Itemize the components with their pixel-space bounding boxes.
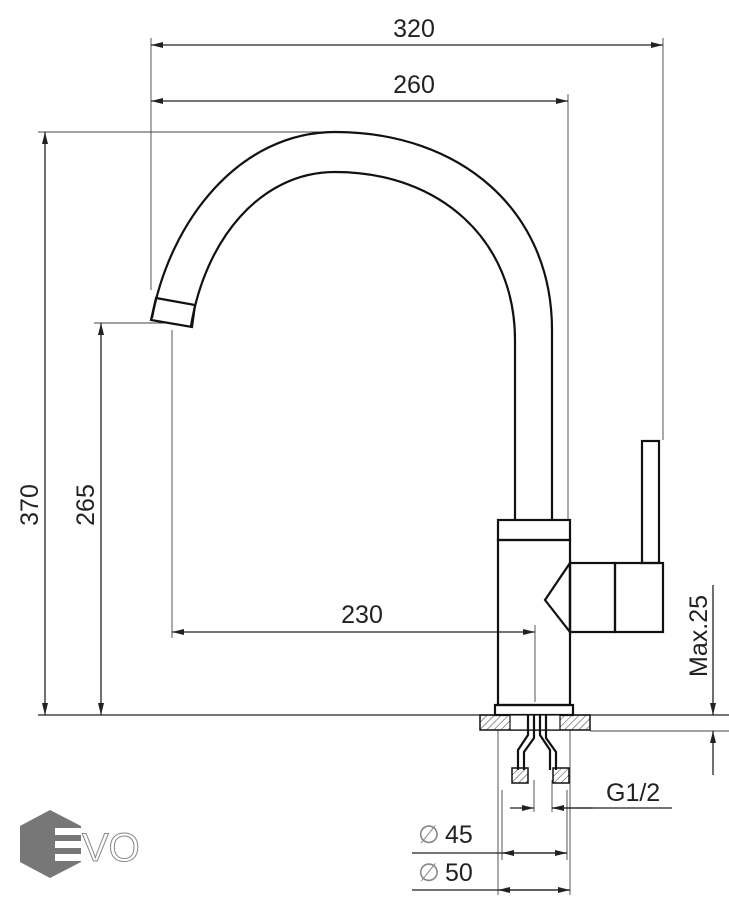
handle-lever bbox=[640, 439, 661, 565]
spout-outer bbox=[150, 130, 554, 520]
dim-label-45: 45 bbox=[445, 821, 473, 849]
hose-fitting-right bbox=[552, 767, 570, 784]
diameter-icon: ∅ bbox=[418, 859, 440, 887]
hose-fitting-left bbox=[511, 767, 529, 784]
evo-logo: VO bbox=[20, 810, 140, 878]
dim-label-g12: G1/2 bbox=[606, 779, 660, 807]
dim-label-260: 260 bbox=[393, 71, 435, 99]
hose-left bbox=[516, 715, 536, 770]
diameter-icon: ∅ bbox=[418, 821, 440, 849]
dim-label-230: 230 bbox=[341, 601, 383, 629]
dim-label-265: 265 bbox=[72, 484, 100, 526]
logo-text: VO bbox=[82, 826, 140, 870]
handle-base bbox=[568, 561, 617, 634]
extension-lines bbox=[38, 38, 729, 895]
spout-inner bbox=[189, 170, 517, 520]
dim-label-max25: Max.25 bbox=[685, 595, 713, 677]
faucet-outline bbox=[149, 130, 665, 784]
dimension-lines bbox=[42, 42, 716, 893]
dim-label-50: 50 bbox=[445, 859, 473, 887]
spout-aerator bbox=[149, 296, 197, 329]
body bbox=[496, 538, 572, 707]
body-collar bbox=[496, 518, 572, 542]
hose-right bbox=[538, 715, 558, 770]
base-flange bbox=[493, 703, 575, 717]
handle-cap bbox=[613, 561, 665, 634]
dim-label-320: 320 bbox=[393, 15, 435, 43]
dim-label-370: 370 bbox=[16, 484, 44, 526]
